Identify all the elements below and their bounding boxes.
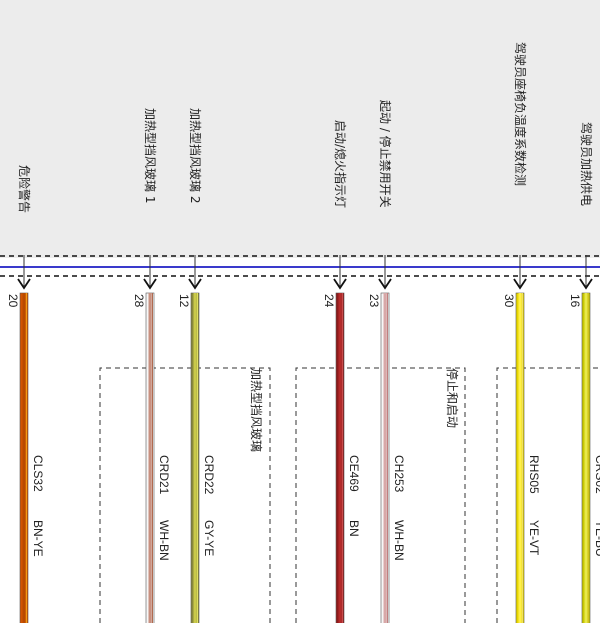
group-label-stop-start: 停止和启动 [445,368,460,428]
pin-arrow [17,278,31,290]
circuit-code: CLS32 [31,455,45,492]
pin-number: 20 [6,294,20,308]
group-label-heated-windshield: 加热型挡风玻璃 [249,368,263,452]
wire-highlight [151,293,153,623]
pin-number: 24 [322,294,336,308]
pin-number: 23 [367,294,381,308]
wire-tracer [518,293,522,623]
wire-highlight [587,293,589,623]
wire-highlight [341,293,343,623]
group-box-heated-windshield [99,367,271,623]
wire-color-code: WH-BN [157,520,171,561]
wire-function-label: 起动 / 停止禁用开关 [378,100,393,208]
wire-color-code: GY-YE [202,520,216,556]
pin-arrow [188,278,202,290]
wire-tracer [22,293,26,623]
wire-tracer [148,293,152,623]
wire-color-code: BN [347,520,361,537]
wire-tracer [338,293,342,623]
wire-function-label: 危险警告 [17,165,32,213]
wire-function-label: 驾驶员座椅负温度系数检测 [513,42,528,186]
pin-arrow [333,278,347,290]
wire-tracer [383,293,387,623]
wire-function-label: 加热型挡风玻璃 1 [143,108,157,203]
wire-function-label: 驾驶员加热供电 [579,122,594,206]
wire-highlight [25,293,27,623]
connector-body [0,0,600,258]
wire-color-code: WH-BN [392,520,406,561]
circuit-code: RHS05 [527,455,541,494]
pin-arrow [579,278,593,290]
wire-function-label: 启动/熄火指示灯 [333,120,348,208]
wire-tracer [584,293,588,623]
circuit-code: CRD21 [157,455,171,495]
pin-arrow [378,278,392,290]
pin-arrow [513,278,527,290]
pin-arrow [143,278,157,290]
group-box-stop-start [295,367,466,623]
group-box-seat [496,367,600,623]
wire-highlight [521,293,523,623]
pin-number: 30 [502,294,516,308]
wire-color-code: YE-VT [527,520,541,556]
wire-color-code: BN-YE [31,520,45,557]
wire-color-code: YE-BU [593,520,600,557]
wire-function-label: 加热型挡风玻璃 2 [188,108,202,203]
pin-number: 28 [132,294,146,308]
circuit-code: CRS02 [593,455,600,494]
circuit-code: CRD22 [202,455,216,495]
wire-tracer [193,293,197,623]
wire-highlight [386,293,388,623]
wire-highlight [196,293,198,623]
pin-number: 16 [568,294,582,308]
circuit-code: CE469 [347,455,361,492]
circuit-code: CH253 [392,455,406,493]
pin-number: 12 [177,294,191,308]
